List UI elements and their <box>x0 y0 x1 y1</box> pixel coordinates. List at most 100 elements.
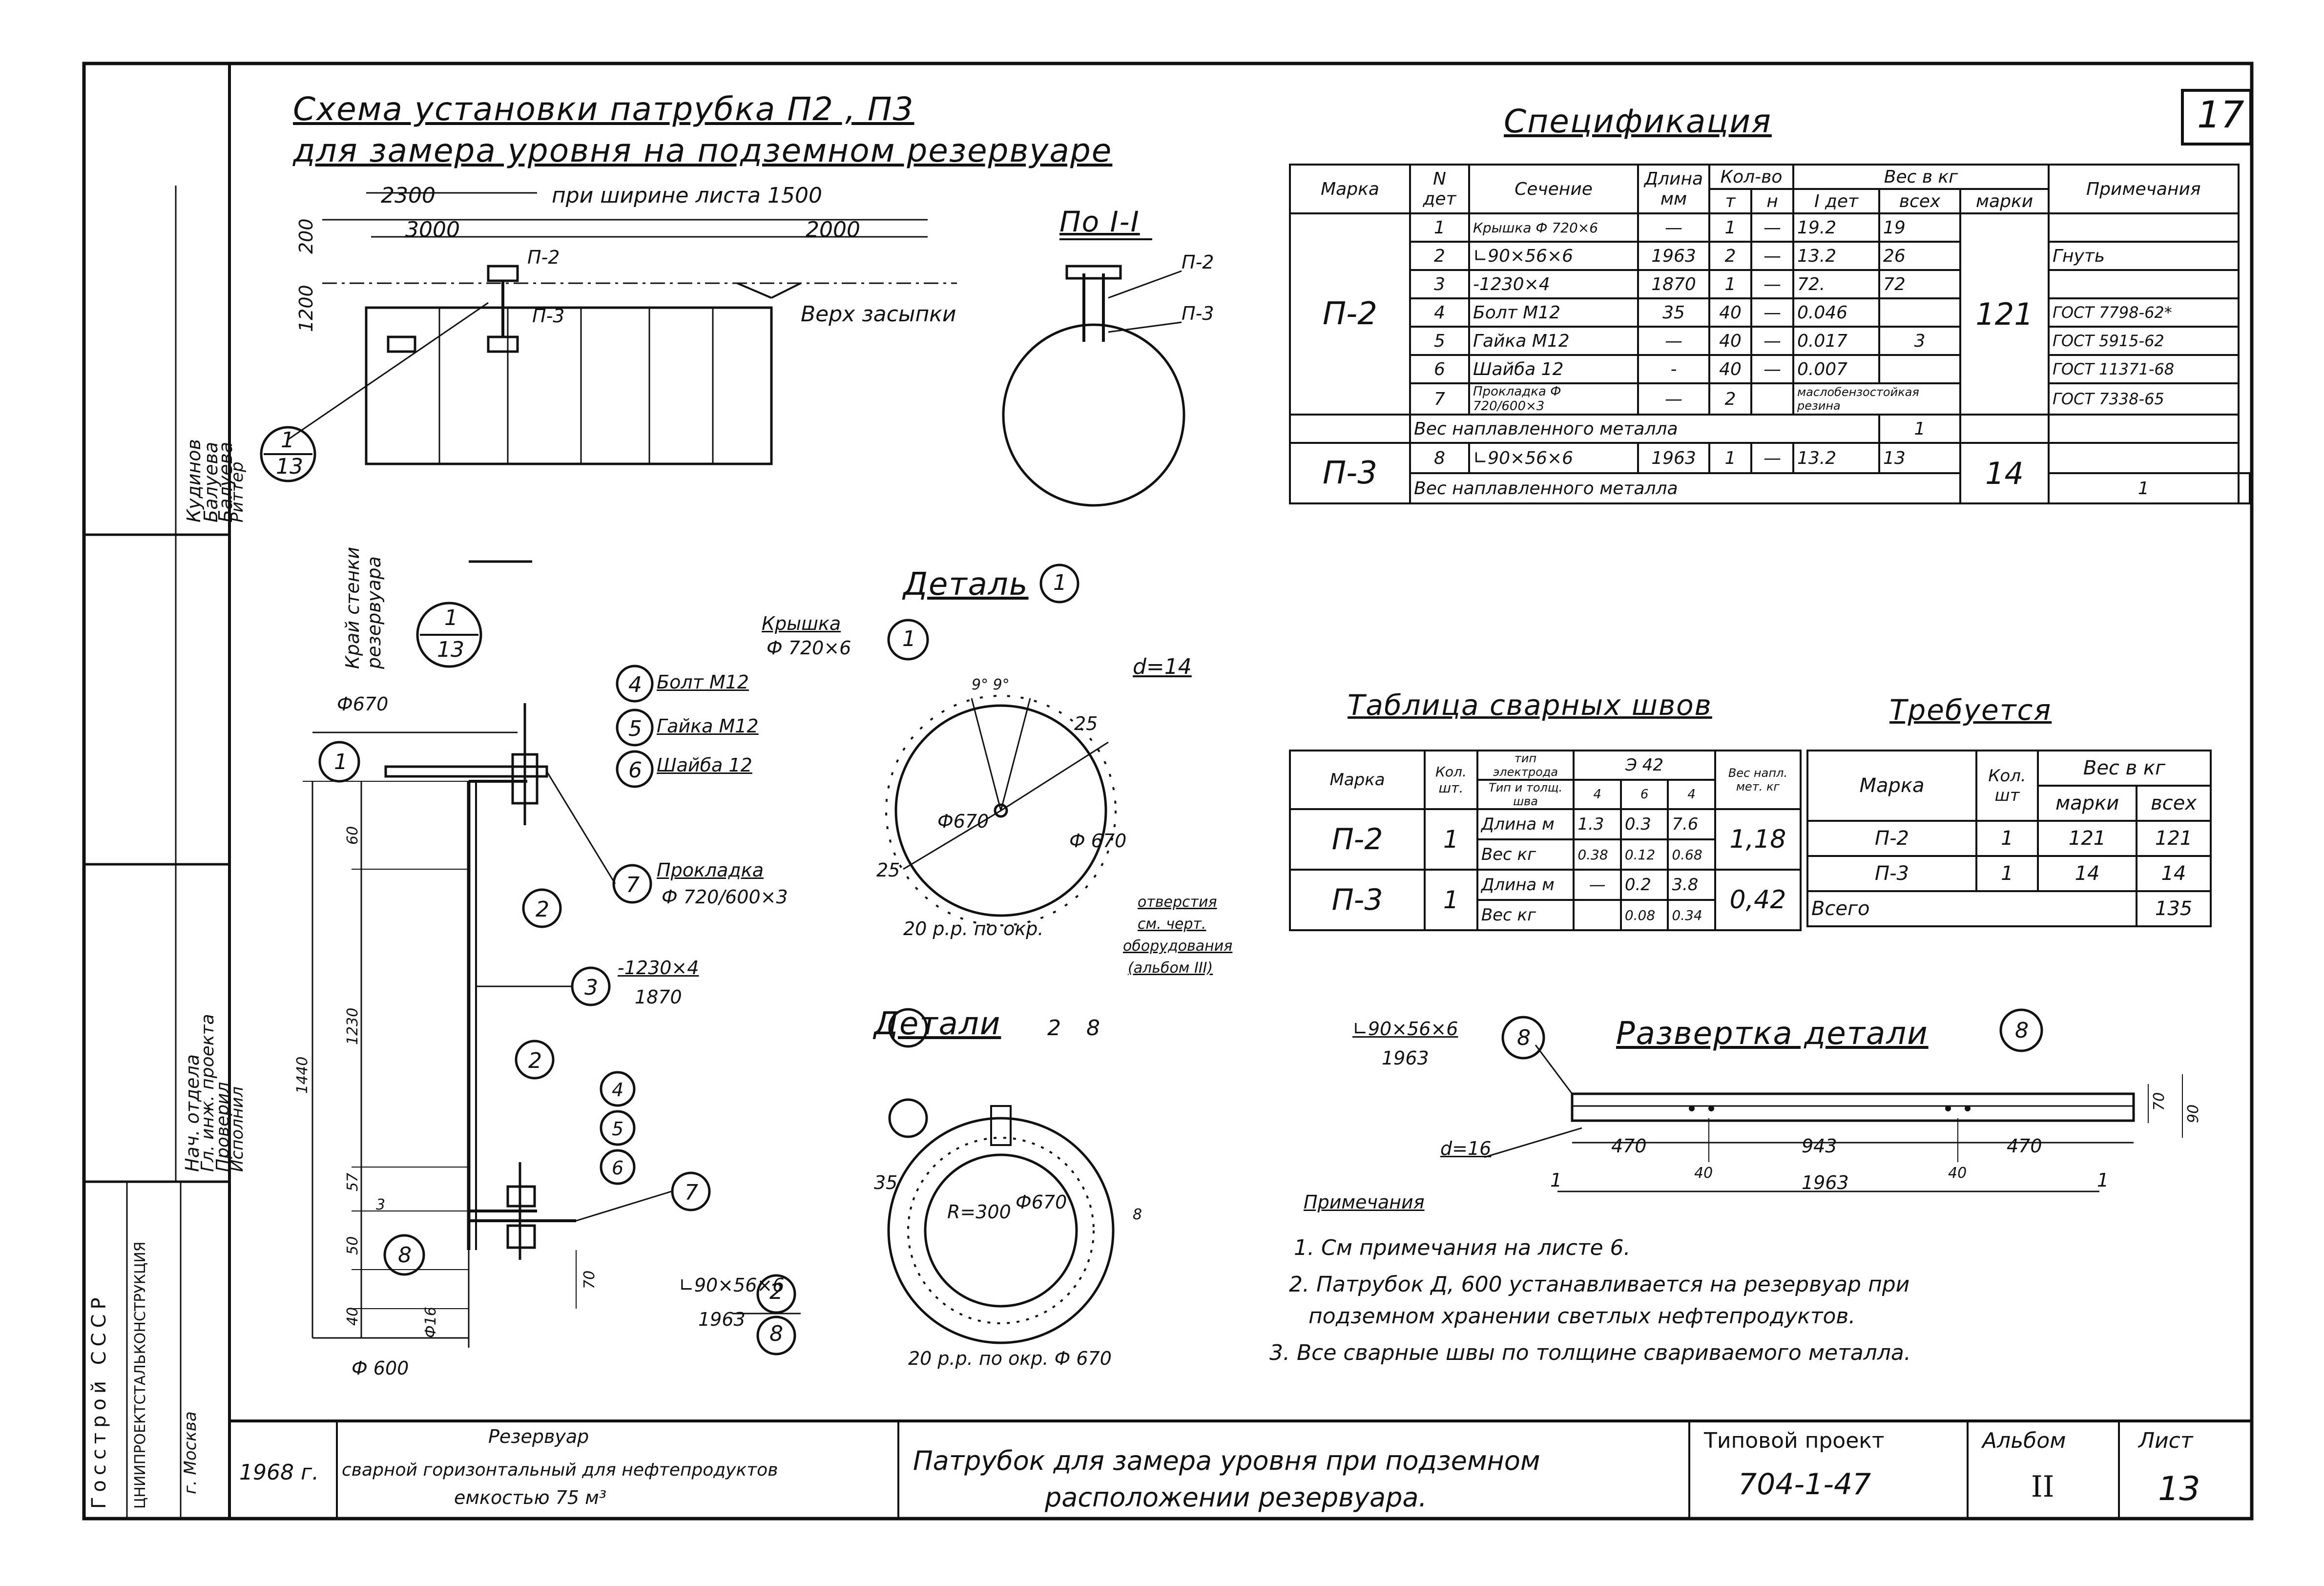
cell: 40 <box>1708 297 1752 328</box>
scheme-title-2: для замера уровня на подземном резервуар… <box>293 132 1113 169</box>
dim-3000: 3000 <box>405 217 460 242</box>
cell: 14 <box>2136 855 2212 892</box>
cell: 3 <box>1409 269 1470 299</box>
tb-project: 704-1-47 <box>1738 1467 1871 1502</box>
detail1-holes-3: оборудования <box>1123 938 1233 955</box>
detail1-ref: 1 <box>902 626 916 651</box>
unfold-70: 70 <box>2151 1092 2168 1111</box>
elev-washer: Шайба 12 <box>657 754 752 776</box>
cell: 0.017 <box>1792 326 1880 356</box>
elev-d3: 3 <box>376 1196 386 1213</box>
cell: 1 <box>1708 442 1752 474</box>
ref-top: 1 <box>281 428 294 453</box>
cell: — <box>1637 212 1710 243</box>
cell: 0.38 <box>1573 838 1622 871</box>
cell: 26 <box>1878 241 1961 271</box>
cell: 0.2 <box>1619 869 1669 901</box>
cell: маслобензостойкая резина <box>1792 382 1961 416</box>
spec-h-wall: всех <box>1878 188 1961 214</box>
notes-title: Примечания <box>1304 1191 1425 1213</box>
unfold-943: 943 <box>1802 1135 1837 1157</box>
elev-ref-8: 8 <box>398 1243 412 1268</box>
cell: 1 <box>1409 212 1470 243</box>
cell: Шайба 12 <box>1468 354 1639 384</box>
tb-sheet: 13 <box>2158 1470 2200 1508</box>
table-row: П-3 1 14 14 <box>1806 855 2212 892</box>
table-row: 4 Болт M12 35 40 — 0.046 ГОСТ 7798-62* <box>1290 297 2250 328</box>
ref-bottom: 13 <box>276 454 303 479</box>
tb-album: II <box>2031 1470 2054 1504</box>
tb-name-2: расположении резервуара. <box>1045 1482 1427 1513</box>
detail28-title: Детали <box>874 1006 1001 1042</box>
elev-d1440: 1440 <box>294 1056 311 1094</box>
table-row: П-2 1 121 121 <box>1806 820 2212 857</box>
cell: 0.046 <box>1792 297 1880 328</box>
cell <box>2048 212 2240 243</box>
welds-h-c4: 4 <box>1573 779 1622 810</box>
table-row: Вес кг 0.38 0.12 0.68 <box>1290 838 1801 871</box>
welds-h-mark: Марка <box>1288 750 1426 810</box>
cell: ГОСТ 11371-68 <box>2048 354 2240 384</box>
ref2-bottom: 13 <box>437 637 464 662</box>
cell: 8 <box>1409 442 1470 474</box>
cell: — <box>1750 442 1794 474</box>
spec-h-notes: Примечания <box>2048 164 2240 214</box>
section-label-p3: П-3 <box>1182 303 1214 324</box>
cell: 7.6 <box>1667 808 1716 840</box>
cell: 121 <box>2136 820 2212 857</box>
cell: 0.34 <box>1667 899 1716 931</box>
table-row: 7 Прокладка Ф 720/600×3 — 2 маслобензост… <box>1290 382 2250 416</box>
cell: 1 <box>1424 808 1478 871</box>
required-h-weight: Вес в кг <box>2037 750 2212 787</box>
table-row: Вес кг 0.08 0.34 <box>1290 899 1801 931</box>
dim-note: при ширине листа 1500 <box>552 183 822 208</box>
cell: — <box>1637 326 1710 356</box>
cell: П-2 <box>1288 808 1426 871</box>
table-row: Вес наплавленного металла 1 <box>1289 414 2250 444</box>
unfold-1963: 1963 <box>1802 1172 1849 1193</box>
detail28-n8: 8 <box>1086 1016 1100 1041</box>
detail28-8: 8 <box>1133 1206 1142 1223</box>
spec-mark-weight-p3: 14 <box>1959 442 2050 504</box>
cell: — <box>1750 212 1794 243</box>
cell: 1 <box>1424 869 1478 931</box>
elev-ref-5b: 5 <box>612 1118 624 1140</box>
cell: 1870 <box>1637 269 1710 299</box>
spec-h-n: н <box>1750 188 1794 214</box>
tb-object-2: сварной горизонтальный для нефтепродукто… <box>342 1460 778 1480</box>
spec-weld-value-p3: 1 <box>2048 472 2240 504</box>
cell: 2 <box>1708 382 1752 416</box>
unfold-len: 1963 <box>1382 1047 1429 1069</box>
cell: 0.007 <box>1792 354 1880 384</box>
cell: 1 <box>1708 269 1752 299</box>
cell: Гайка M12 <box>1468 326 1639 356</box>
unfold-470a: 470 <box>1611 1135 1647 1157</box>
spec-h-det: N дет <box>1409 164 1470 214</box>
unfold-num: 8 <box>2015 1018 2029 1043</box>
spec-weld-value-p2: 1 <box>1878 414 1961 444</box>
table-row: Вес наплавленного металла 1 <box>1290 472 2251 504</box>
section-label-p2: П-2 <box>1182 251 1214 273</box>
detail28-angle: ∟90×56×6 <box>679 1274 785 1296</box>
elev-gasket-size: Ф 720/600×3 <box>662 886 788 908</box>
note-3: 3. Все сварные швы по толщине свариваемо… <box>1269 1340 1911 1365</box>
cell: — <box>1750 241 1794 271</box>
elev-d40: 40 <box>344 1307 361 1326</box>
cell: Крышка Ф 720×6 <box>1468 212 1639 243</box>
required-title: Требуется <box>1889 693 2052 727</box>
detail1-lid-size: Ф 720×6 <box>767 637 851 659</box>
table-row: П-3 8 ∟90×56×6 1963 1 — 13.2 13 14 <box>1289 442 2250 504</box>
elev-ref-7: 7 <box>626 873 640 897</box>
detail1-phi670b: Ф 670 <box>1069 830 1127 852</box>
spec-weld-label-p2: Вес наплавленного металла <box>1409 414 1880 444</box>
cell <box>1878 297 1961 328</box>
cell: 14 <box>2036 855 2138 892</box>
cell: 1,18 <box>1714 808 1802 871</box>
table-row: П-2 1 Крышка Ф 720×6 — 1 — 19.2 19 121 <box>1289 212 2250 416</box>
elev-bolt: Болт M12 <box>657 671 749 693</box>
spec-weld-label-p3: Вес наплавленного металла <box>1409 472 1961 504</box>
spec-mark-p3: П-3 <box>1289 442 1411 504</box>
spec-title: Спецификация <box>1504 103 1772 140</box>
scheme-label-p2: П-2 <box>527 247 560 268</box>
